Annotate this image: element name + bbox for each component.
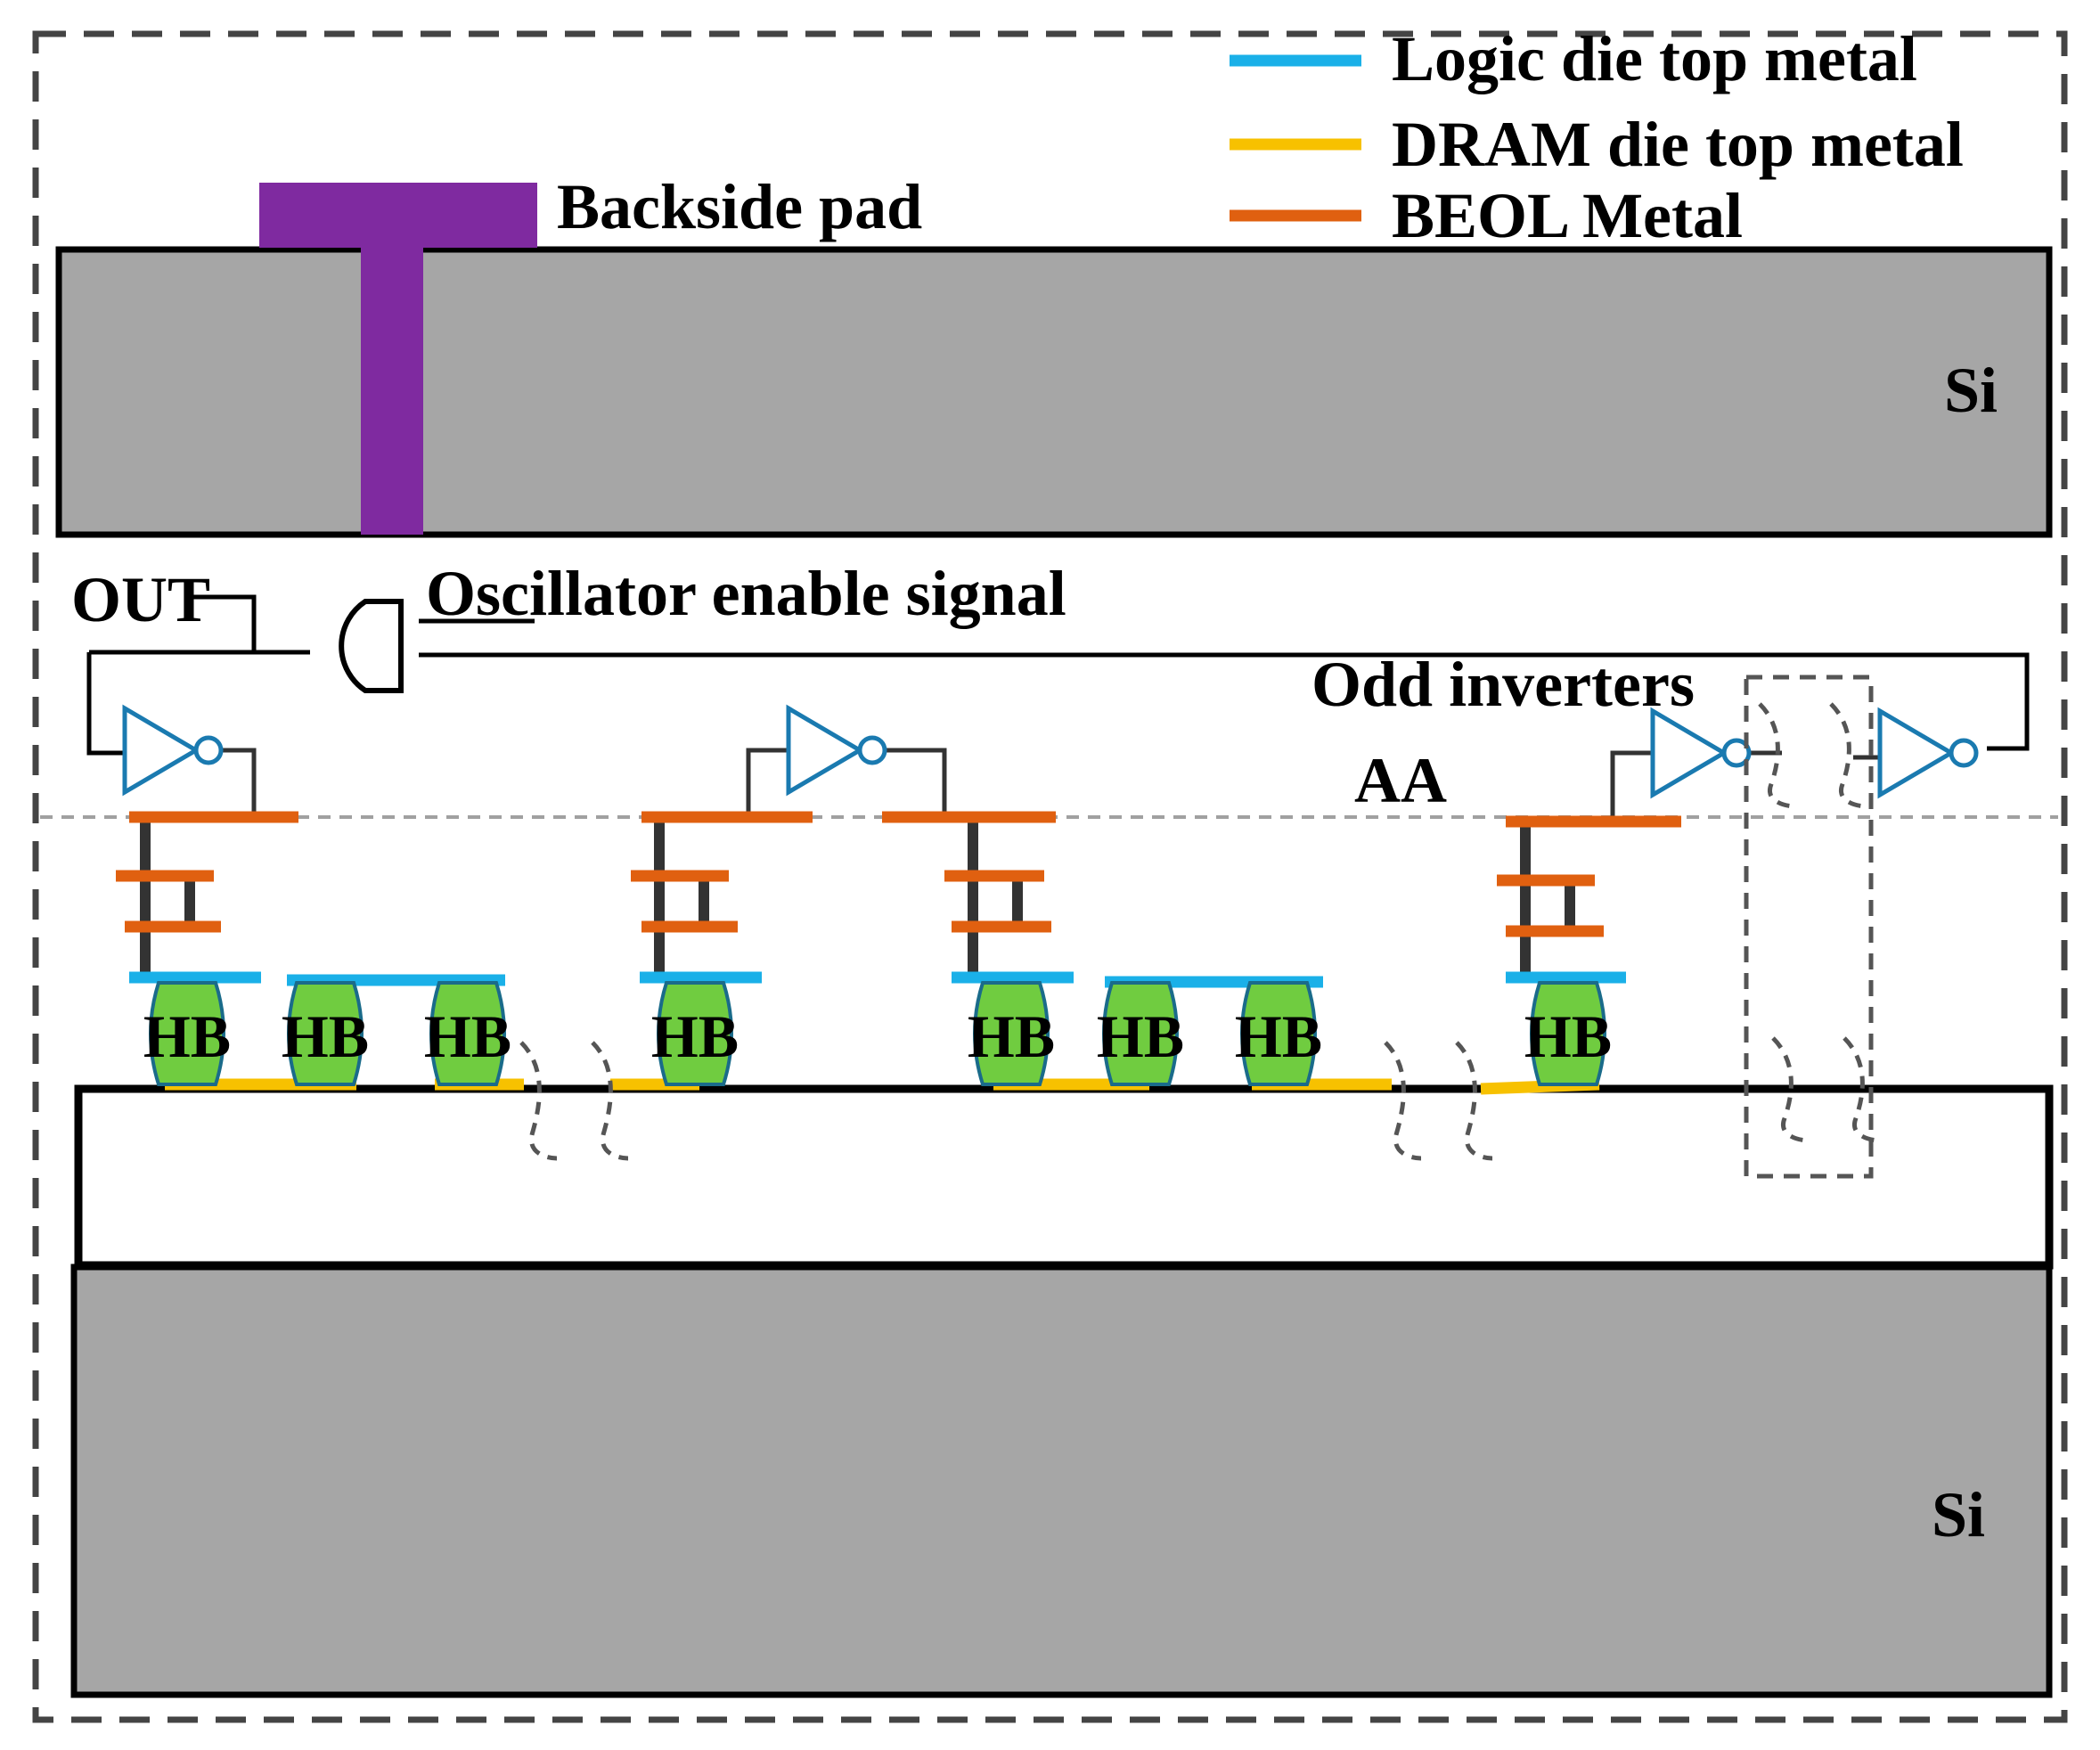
enable-signal-label: Oscillator enable signal (426, 558, 1066, 629)
hb-label: HB (968, 1002, 1055, 1070)
hybrid-bond: HB (1235, 981, 1322, 1086)
si-bottom-label: Si (1932, 1479, 1985, 1550)
hb-label: HB (651, 1002, 739, 1070)
si-top-label: Si (1944, 355, 1998, 426)
backside-pad-label: Backside pad (557, 171, 922, 242)
oscillator-wiring (86, 594, 2030, 756)
hybrid-bond: HB (424, 981, 511, 1086)
hb-label: HB (1524, 1002, 1612, 1070)
legend-label-logic: Logic die top metal (1392, 23, 1917, 94)
hb-label: HB (424, 1002, 511, 1070)
break-marks (519, 702, 1881, 1161)
aa-label: AA (1354, 745, 1447, 816)
and-gate (339, 599, 404, 693)
beol-stack (882, 811, 1074, 984)
hybrid-bond: HB (282, 981, 369, 1086)
legend-label-beol: BEOL Metal (1392, 180, 1743, 251)
bottom-silicon-die (70, 1263, 2053, 1698)
hybrid-bond: HB (651, 981, 739, 1086)
hb-label: HB (1097, 1002, 1184, 1070)
inverter-group (122, 704, 1979, 799)
out-label: OUT (71, 564, 210, 635)
hybrid-bond: HB (1097, 981, 1184, 1086)
inverter-icon (122, 704, 224, 797)
legend-label-dram: DRAM die top metal (1392, 109, 1964, 180)
elided-inverters-box (1744, 675, 1874, 1179)
inverter-leads (218, 748, 1880, 817)
hybrid-bond: HB (1524, 981, 1612, 1086)
hb-label: HB (1235, 1002, 1322, 1070)
inverter-icon (1650, 707, 1752, 799)
backside-pad (259, 183, 537, 535)
beol-stack (631, 811, 813, 984)
odd-inverters-label: Odd inverters (1311, 649, 1695, 720)
beol-stack (116, 811, 298, 984)
hybrid-bond: HB (143, 981, 231, 1086)
legend: Logic die top metal DRAM die top metal B… (1230, 23, 1964, 251)
bottom-bonding-layer (74, 1084, 2054, 1270)
beol-stack (1497, 815, 1681, 984)
beol-stacks (116, 811, 1681, 988)
hb-label: HB (282, 1002, 369, 1070)
hb-label: HB (143, 1002, 231, 1070)
hybrid-bonds: HB HB HB HB HB HB HB HB (143, 981, 1612, 1086)
top-silicon-die (55, 246, 2053, 538)
outer-dashed-frame (32, 30, 2068, 1723)
inverter-icon (786, 704, 887, 797)
hybrid-bond: HB (968, 981, 1055, 1086)
inverter-icon (1877, 707, 1979, 799)
